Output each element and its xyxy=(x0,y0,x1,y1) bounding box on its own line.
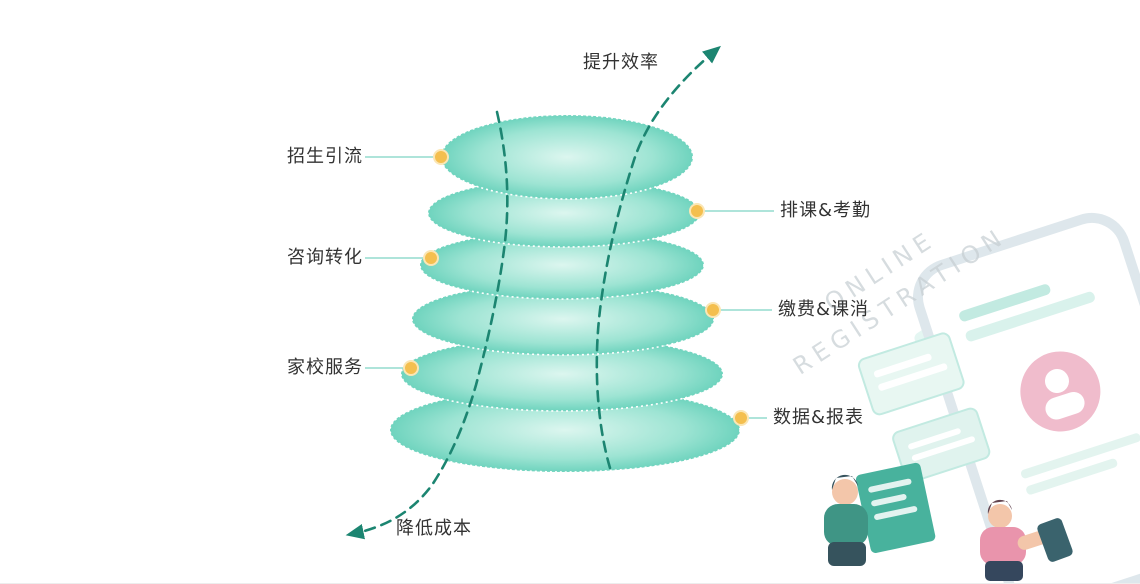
label-payment-class-consumption: 缴费&课消 xyxy=(778,299,870,320)
label-consult-conversion: 咨询转化 xyxy=(287,247,363,268)
label-decrease-cost: 降低成本 xyxy=(396,518,472,539)
phone-illustration xyxy=(912,212,1140,583)
disc-5 xyxy=(400,336,724,412)
anchor-dot xyxy=(433,149,449,165)
decrease-cost-arrow xyxy=(345,110,509,540)
label-student-recruitment: 招生引流 xyxy=(287,146,363,167)
person-illustration xyxy=(980,499,1073,581)
label-data-reports: 数据&报表 xyxy=(773,407,865,428)
increase-efficiency-arrow xyxy=(595,45,721,470)
anchor-dot xyxy=(403,360,419,376)
anchor-dot xyxy=(705,302,721,318)
anchor-dot xyxy=(733,410,749,426)
person-illustration xyxy=(824,474,868,566)
disc-stack xyxy=(389,114,741,473)
disc-3 xyxy=(419,230,705,300)
label-home-school-service: 家校服务 xyxy=(287,357,363,378)
decorative-illustration xyxy=(824,212,1140,583)
anchor-dot xyxy=(423,250,439,266)
disc-1 xyxy=(440,114,694,200)
document-card xyxy=(855,462,936,553)
label-scheduling-attendance: 排课&考勤 xyxy=(780,200,872,221)
label-increase-efficiency: 提升效率 xyxy=(583,52,659,73)
anchor-dot xyxy=(689,203,705,219)
